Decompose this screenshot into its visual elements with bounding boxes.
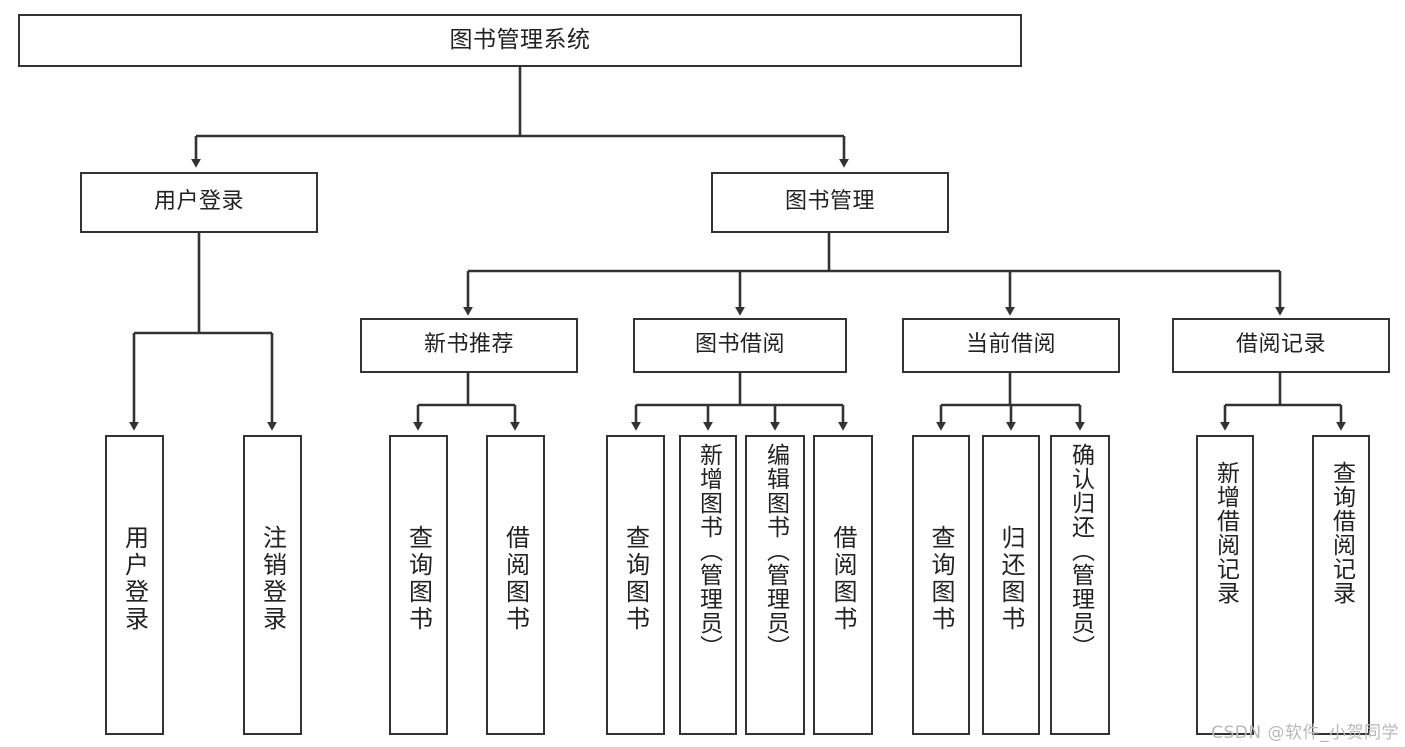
leaf-add-borrow-record[interactable]: 新增借阅记录 — [1196, 435, 1254, 735]
node-label: 借阅图书 — [829, 525, 857, 633]
node-current-borrow[interactable]: 当前借阅 — [902, 318, 1120, 373]
node-label: 查询借阅记录 — [1328, 461, 1355, 605]
node-label: 查询图书 — [927, 525, 955, 633]
node-root-system[interactable]: 图书管理系统 — [18, 14, 1022, 67]
leaf-add-book-admin[interactable]: 新增图书（管理员） — [679, 435, 737, 735]
leaf-logout[interactable]: 注销登录 — [243, 435, 302, 735]
node-label: 查询图书 — [404, 525, 433, 633]
leaf-query-book-borrow[interactable]: 查询图书 — [606, 435, 665, 735]
leaf-borrow-book[interactable]: 借阅图书 — [813, 435, 873, 735]
node-label: 新增借阅记录 — [1212, 461, 1239, 605]
node-label: 编辑图书（管理员） — [762, 443, 789, 659]
leaf-query-book-recommend[interactable]: 查询图书 — [389, 435, 448, 735]
leaf-query-borrow-record[interactable]: 查询借阅记录 — [1312, 435, 1370, 735]
node-label: 新书推荐 — [423, 332, 514, 358]
node-label: 借阅图书 — [501, 525, 530, 633]
leaf-return-book[interactable]: 归还图书 — [982, 435, 1040, 735]
node-label: 借阅记录 — [1235, 332, 1326, 358]
node-label: 归还图书 — [997, 525, 1025, 633]
node-label: 用户登录 — [120, 525, 149, 633]
node-label: 当前借阅 — [965, 332, 1056, 358]
leaf-user-login[interactable]: 用户登录 — [105, 435, 164, 735]
leaf-confirm-return-admin[interactable]: 确认归还（管理员） — [1050, 435, 1110, 735]
node-label: 用户登录 — [153, 189, 244, 215]
node-label: 图书管理 — [784, 189, 875, 215]
csdn-watermark: CSDN @软件_小贺同学 — [1211, 723, 1399, 743]
node-label: 图书借阅 — [694, 332, 785, 358]
node-book-borrow[interactable]: 图书借阅 — [633, 318, 847, 373]
node-label: 新增图书（管理员） — [695, 443, 722, 659]
node-label: 图书管理系统 — [449, 27, 591, 54]
node-label: 注销登录 — [258, 525, 287, 633]
leaf-query-book-current[interactable]: 查询图书 — [912, 435, 970, 735]
leaf-edit-book-admin[interactable]: 编辑图书（管理员） — [745, 435, 805, 735]
node-user-login[interactable]: 用户登录 — [80, 172, 318, 233]
node-label: 查询图书 — [621, 525, 650, 633]
leaf-borrow-book-recommend[interactable]: 借阅图书 — [486, 435, 545, 735]
node-new-book-recommend[interactable]: 新书推荐 — [360, 318, 578, 373]
node-borrow-record[interactable]: 借阅记录 — [1172, 318, 1390, 373]
node-label: 确认归还（管理员） — [1067, 443, 1094, 659]
node-book-management[interactable]: 图书管理 — [711, 172, 949, 233]
